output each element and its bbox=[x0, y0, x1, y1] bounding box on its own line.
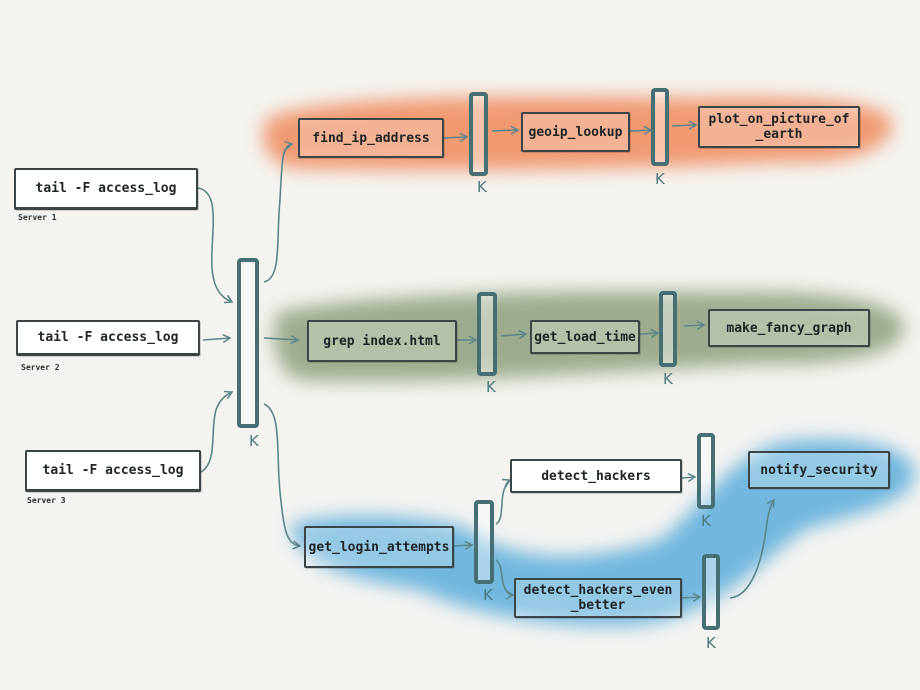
topic-bar-security-1 bbox=[474, 500, 494, 584]
server1-label: Server 1 bbox=[18, 213, 57, 222]
topic-label-load-2: K bbox=[663, 370, 673, 388]
source-node-server3: tail -F access_log bbox=[25, 450, 201, 492]
topic-label-geo-2: K bbox=[655, 170, 665, 188]
topic-label-security-2: K bbox=[701, 512, 711, 530]
connector-topic-to-security bbox=[263, 403, 302, 550]
load-step-get-load-time: get_load_time bbox=[530, 320, 640, 354]
server3-label: Server 3 bbox=[27, 496, 66, 505]
connector-load-bar-to-step3 bbox=[683, 320, 706, 330]
connector-topic-to-geo bbox=[263, 140, 294, 283]
topic-label-load-1: K bbox=[486, 378, 496, 396]
topic-bar-load-1 bbox=[477, 292, 497, 376]
security-step-get-login-attempts: get_login_attempts bbox=[304, 526, 454, 568]
connector-geo-bar-to-step2 bbox=[491, 125, 520, 135]
load-wash-shape bbox=[273, 291, 905, 382]
connectors bbox=[197, 120, 775, 603]
topic-bar-security-3 bbox=[702, 554, 720, 630]
server2-label: Server 2 bbox=[21, 363, 60, 372]
source-node-server1: tail -F access_log bbox=[14, 168, 198, 210]
security-step-detect-hackers: detect_hackers bbox=[510, 459, 682, 493]
connector-bar-to-notify bbox=[729, 498, 775, 599]
security-step-notify-security: notify_security bbox=[748, 451, 890, 489]
connector-security-bar-to-detect bbox=[495, 478, 512, 525]
connector-load-step2-to-bar bbox=[639, 328, 660, 339]
topic-bar-geo-2 bbox=[651, 88, 669, 166]
geo-step-geoip-lookup: geoip_lookup bbox=[521, 112, 630, 152]
load-step-grep-index: grep index.html bbox=[307, 320, 457, 362]
topic-bar-main bbox=[237, 258, 259, 428]
load-pipeline-wash bbox=[273, 291, 905, 382]
topic-label-security-3: K bbox=[706, 634, 716, 652]
security-step-detect-hackers-even-better: detect_hackers_even _better bbox=[514, 578, 682, 618]
source-node-server2: tail -F access_log bbox=[16, 320, 200, 356]
connector-source3-to-topic bbox=[200, 390, 234, 473]
geo-step-plot-on-picture-of-earth: plot_on_picture_of _earth bbox=[698, 106, 860, 148]
connector-security-step1-to-bar bbox=[453, 540, 474, 551]
load-step-make-fancy-graph: make_fancy_graph bbox=[708, 309, 870, 347]
connector-topic-to-load bbox=[263, 334, 300, 345]
connector-detect-better-to-bar bbox=[681, 592, 702, 603]
connector-source1-to-topic bbox=[197, 187, 234, 304]
connector-geo-step1-to-bar bbox=[443, 132, 469, 142]
connector-load-bar-to-step2 bbox=[500, 329, 528, 340]
connector-security-bar-to-detect-better bbox=[495, 559, 515, 600]
connector-geo-bar-to-step3 bbox=[671, 120, 698, 130]
topic-bar-security-2 bbox=[697, 433, 715, 509]
topic-label-security-1: K bbox=[483, 586, 493, 604]
geo-wash-shape bbox=[263, 96, 893, 170]
topic-label-geo-1: K bbox=[477, 178, 487, 196]
connector-geo-step2-to-bar bbox=[629, 125, 653, 135]
topic-bar-geo-1 bbox=[469, 92, 488, 176]
connector-source2-to-topic bbox=[202, 333, 232, 344]
topic-bar-load-2 bbox=[659, 291, 677, 367]
connector-detect-to-bar bbox=[681, 472, 697, 483]
security-wash-shape bbox=[290, 439, 915, 626]
geo-step-find-ip-address: find_ip_address bbox=[298, 118, 444, 158]
security-pipeline-wash bbox=[290, 439, 915, 626]
geo-pipeline-wash bbox=[263, 96, 893, 170]
topic-label-main: K bbox=[249, 432, 259, 450]
